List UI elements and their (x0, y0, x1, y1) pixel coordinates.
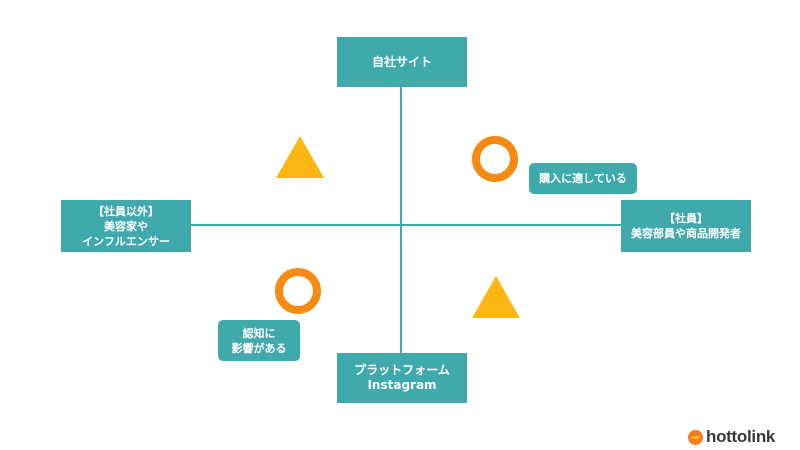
circle-marker-bottom-left (275, 268, 321, 314)
axis-label-right-line2: 美容部員や商品開発者 (631, 227, 741, 240)
hottolink-logo: hottolink (688, 427, 775, 447)
logo-text: hottolink (706, 427, 776, 446)
triangle-marker-bottom-right (472, 276, 520, 318)
axis-label-bottom-line1: プラットフォーム (354, 363, 450, 377)
horizontal-axis (190, 224, 622, 226)
circle-marker-top-right (472, 136, 518, 182)
axis-label-bottom-line2: Instagram (367, 378, 437, 392)
triangle-marker-top-left (276, 136, 324, 178)
note-purchase: 購入に適している (529, 163, 637, 194)
axis-label-bottom: プラットフォーム Instagram (337, 353, 467, 403)
axis-label-top: 自社サイト (337, 37, 467, 87)
vertical-axis (400, 87, 402, 353)
axis-label-top-text: 自社サイト (371, 54, 432, 69)
axis-label-left-line1: 【社員以外】 (93, 204, 159, 218)
axis-label-left: 【社員以外】 美容家や インフルエンサー (61, 200, 191, 252)
note-awareness: 認知に 影響がある (218, 320, 300, 361)
note-awareness-line1: 認知に (242, 326, 276, 340)
logo-icon (688, 429, 703, 445)
axis-label-right-line1: 【社員】 (664, 212, 708, 225)
axis-label-right: 【社員】 美容部員や商品開発者 (621, 200, 751, 252)
note-purchase-text: 購入に適している (539, 172, 627, 185)
axis-label-left-line3: インフルエンサー (82, 234, 170, 248)
note-awareness-line2: 影響がある (231, 341, 287, 355)
axis-label-left-line2: 美容家や (104, 219, 148, 233)
